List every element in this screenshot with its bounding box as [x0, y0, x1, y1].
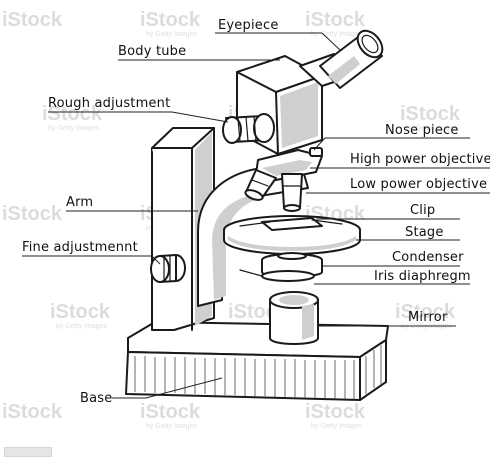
label-condenser: Condenser [392, 250, 464, 265]
watermark-15: iStock by Getty Images [305, 401, 366, 430]
label-low-power-objective: Low power objective [350, 177, 487, 192]
iris-diaphragm-ring [240, 270, 314, 281]
low-power-objective-lens [282, 174, 302, 211]
watermark-13: iStock [2, 401, 63, 423]
watermark-1: iStock by Getty Images [140, 9, 201, 38]
svg-text:iStock: iStock [305, 9, 366, 31]
label-base: Base [80, 391, 112, 406]
stage-plate [224, 216, 360, 254]
label-fine-adjustment: Fine adjustmennt [22, 240, 138, 255]
svg-text:iStock: iStock [2, 203, 63, 225]
label-clip: Clip [410, 203, 435, 218]
label-mirror: Mirror [408, 310, 448, 325]
credit-badge [4, 447, 52, 457]
mirror-cylinder [270, 292, 318, 344]
watermark-2: iStock by Getty Images [305, 9, 366, 38]
label-high-power-objective: High power objective [350, 152, 490, 167]
svg-text:by Getty Images: by Getty Images [146, 423, 197, 430]
label-eyepiece: Eyepiece [218, 18, 279, 33]
svg-text:iStock: iStock [140, 401, 201, 423]
label-stage: Stage [405, 225, 444, 240]
label-arm: Arm [66, 195, 93, 210]
svg-text:iStock: iStock [140, 9, 201, 31]
label-body-tube: Body tube [118, 44, 186, 59]
svg-text:by Getty Images: by Getty Images [56, 323, 107, 330]
watermark-3: iStock [2, 9, 63, 31]
svg-text:iStock: iStock [2, 9, 63, 31]
watermark-10: iStock by Getty Images [50, 301, 111, 330]
rough-adjustment-knob [223, 114, 274, 143]
svg-text:iStock: iStock [2, 401, 63, 423]
fine-adjustment-knob [151, 255, 185, 282]
svg-text:iStock: iStock [305, 401, 366, 423]
svg-text:by Getty Images: by Getty Images [48, 125, 99, 132]
svg-text:by Getty Images: by Getty Images [146, 31, 197, 38]
label-nose-piece: Nose piece [385, 123, 459, 138]
svg-text:by Getty Images: by Getty Images [311, 31, 362, 38]
watermark-7: iStock [2, 203, 63, 225]
svg-text:iStock: iStock [50, 301, 111, 323]
svg-text:by Getty Images: by Getty Images [311, 423, 362, 430]
svg-text:iStock: iStock [400, 103, 461, 125]
watermark-14: iStock by Getty Images [140, 401, 201, 430]
label-iris-diaphragm: Iris diaphregm [374, 269, 471, 284]
base-block [126, 322, 388, 400]
label-rough-adjustment: Rough adjustment [48, 96, 170, 111]
